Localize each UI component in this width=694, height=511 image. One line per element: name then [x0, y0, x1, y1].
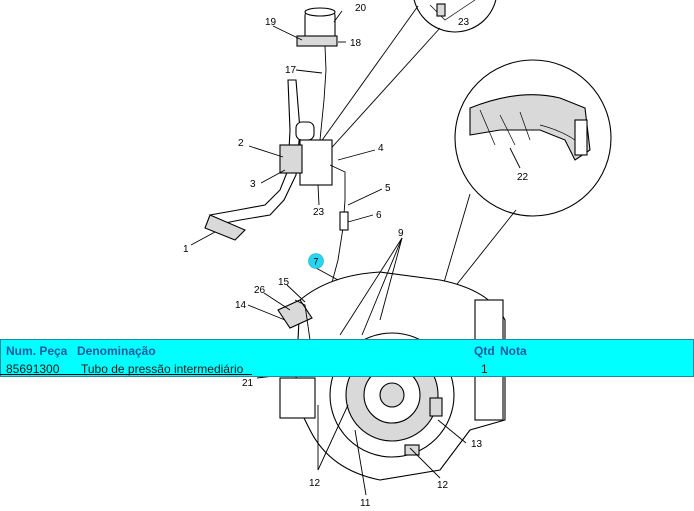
callout-20: 20: [355, 3, 367, 14]
cell-qty: 1: [481, 362, 488, 376]
header-part-number: Num. Peça: [6, 344, 68, 358]
reservoir-assembly: [296, 7, 338, 141]
leader-lines: [190, 10, 521, 496]
callout-5: 5: [385, 183, 391, 194]
callout-4: 4: [378, 143, 384, 154]
hotspot-label: 7: [313, 257, 318, 267]
callout-19: 19: [265, 17, 277, 28]
callout-2: 2: [238, 138, 244, 149]
callout-22: 22: [517, 172, 529, 183]
row-underline: [0, 374, 252, 375]
header-qty: Qtd: [474, 344, 495, 358]
callout-9: 9: [398, 228, 404, 239]
callout-10: 11: [360, 498, 371, 509]
callout-6: 6: [376, 210, 382, 221]
callout-23: 23: [313, 207, 325, 218]
detail-circle-bracket: [439, 59, 612, 299]
cell-description: Tubo de pressão intermediário: [81, 362, 244, 376]
callout-23-detail: 23: [458, 17, 470, 28]
callout-labels: 20 19 18 17 2 3 23 4 5 6 1 9 15 26 14 23…: [183, 3, 529, 509]
callout-17: 17: [285, 65, 297, 76]
callout-21: 21: [242, 378, 254, 389]
callout-12: 13: [471, 439, 483, 450]
callout-11: 12: [437, 480, 449, 491]
parts-info-panel: Num. Peça Denominação Qtd Nota 85691300 …: [0, 339, 694, 377]
callout-3: 3: [250, 179, 256, 190]
cell-part-number: 85691300: [6, 362, 60, 376]
release-fork-parts: [277, 299, 313, 341]
callout-14: 14: [235, 300, 247, 311]
callout-13: 12: [309, 478, 321, 489]
header-note: Nota: [500, 344, 527, 358]
detail-circle-top: [314, 0, 497, 156]
clutch-pedal: [204, 79, 333, 241]
callout-26: 26: [254, 285, 266, 296]
hotspot-callout-7[interactable]: 7: [308, 253, 324, 269]
callout-1: 1: [183, 244, 189, 255]
header-description: Denominação: [77, 344, 156, 358]
callout-15: 15: [278, 277, 290, 288]
callout-18: 18: [350, 38, 362, 49]
